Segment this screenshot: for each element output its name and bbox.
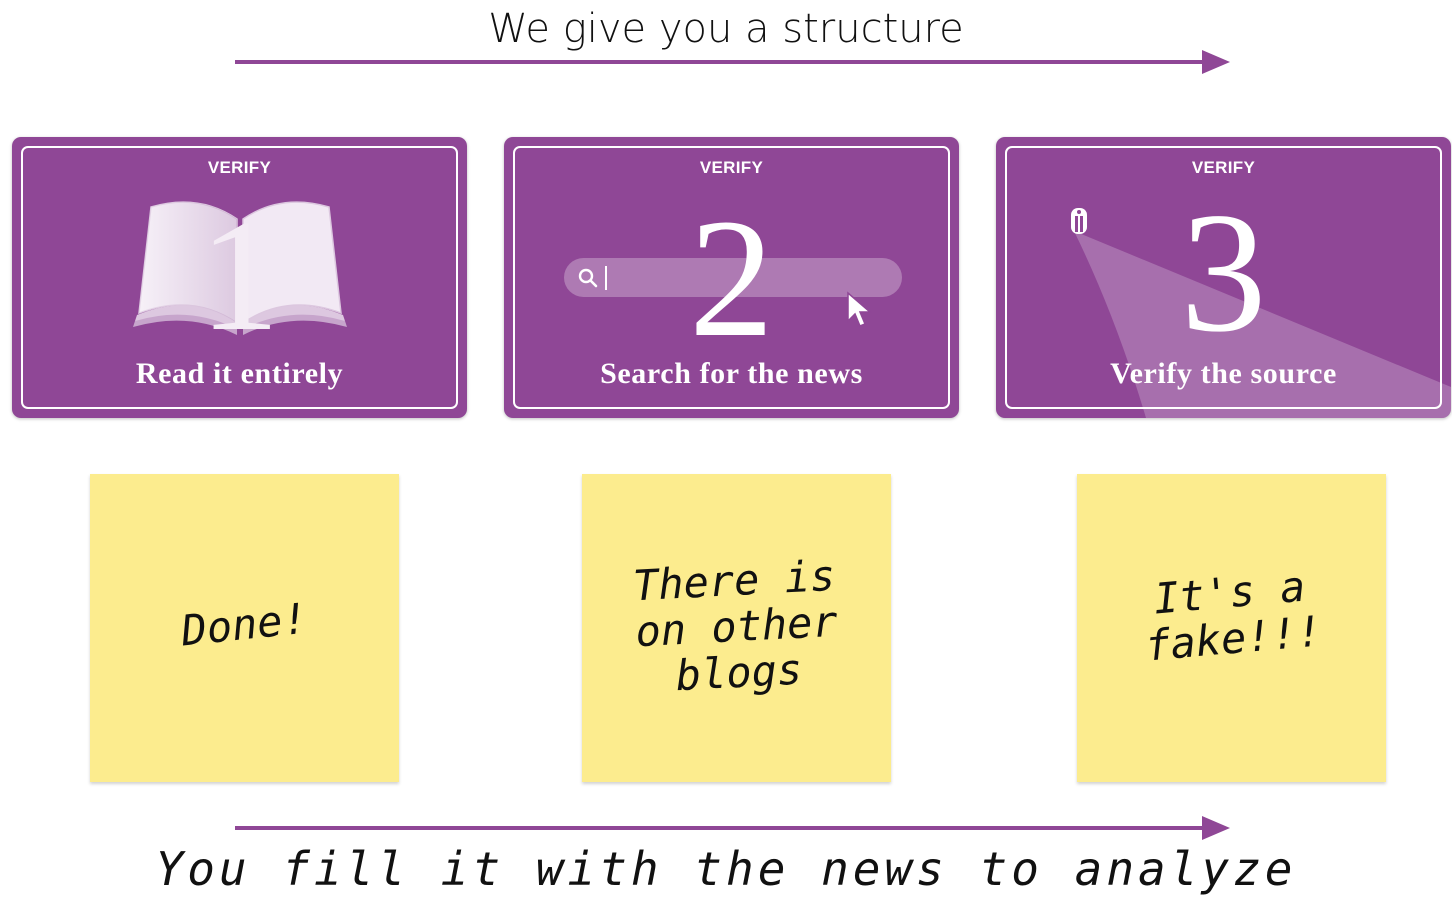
- search-icon: [578, 268, 598, 288]
- top-title: We give you a structure: [488, 6, 964, 52]
- sticky-note-3: It's a fake!!!: [1077, 474, 1386, 782]
- step-number: 2: [689, 184, 774, 372]
- sticky-note-2: There is on other blogs: [582, 474, 891, 782]
- open-book-icon: [133, 201, 347, 335]
- step-number: 1: [199, 186, 280, 364]
- bottom-title: You fill it with the news to analyze: [155, 842, 1297, 896]
- card-tag: VERIFY: [207, 158, 272, 177]
- top-arrow: [235, 50, 1230, 74]
- spotlight-icon: [1071, 208, 1087, 234]
- card-caption: Verify the source: [1110, 357, 1337, 390]
- card-border: [513, 146, 950, 409]
- verify-card-2: VERIFY 2 Search for the news: [504, 137, 959, 418]
- card-border: [21, 146, 458, 409]
- note-text: It's a fake!!!: [1143, 561, 1324, 671]
- card-tag: VERIFY: [1191, 158, 1256, 177]
- card-border: [1005, 146, 1442, 409]
- verify-card-1: VERIFY 1 Read it entirely: [12, 137, 467, 418]
- verify-card-3: VERIFY 3 Verify the source: [996, 137, 1451, 418]
- search-bar: [564, 258, 902, 297]
- note-text: Done!: [179, 593, 310, 656]
- text-cursor: [605, 266, 607, 290]
- card-caption: Search for the news: [600, 357, 863, 390]
- mouse-pointer-icon: [847, 291, 873, 327]
- bottom-arrow: [235, 816, 1230, 840]
- note-text: There is on other blogs: [631, 550, 839, 701]
- step-number: 3: [1180, 178, 1267, 368]
- sticky-note-1: Done!: [90, 474, 399, 782]
- card-tag: VERIFY: [699, 158, 764, 177]
- card-caption: Read it entirely: [135, 357, 344, 390]
- spotlight-beam: [1074, 231, 1451, 418]
